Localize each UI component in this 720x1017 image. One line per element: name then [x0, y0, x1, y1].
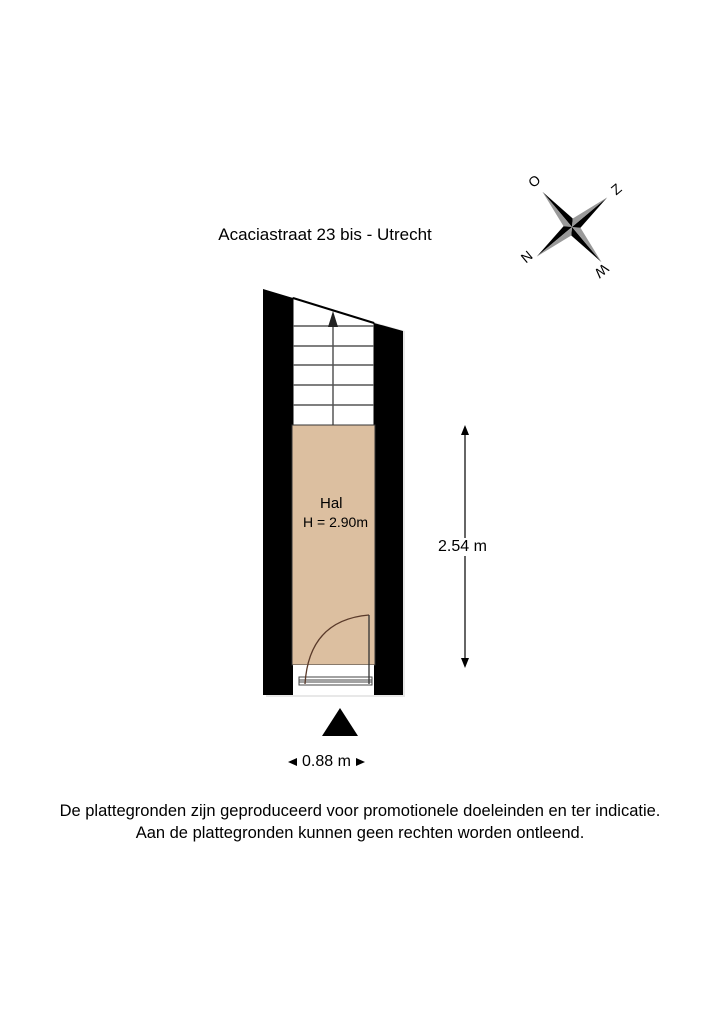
- horizontal-dimension: 0.88 m: [288, 752, 365, 772]
- compass-label-west: W: [591, 261, 612, 282]
- wall-right: [374, 323, 403, 695]
- compass-label-south: Z: [608, 180, 625, 198]
- door-swing-icon: [304, 614, 370, 685]
- compass-rose-icon: O Z N W: [515, 170, 635, 285]
- page-title: Acaciastraat 23 bis - Utrecht: [0, 225, 650, 245]
- arrow-right-icon: [355, 758, 365, 766]
- disclaimer: De plattegronden zijn geproduceerd voor …: [0, 800, 720, 844]
- arrow-left-icon: [288, 758, 297, 766]
- disclaimer-line-2: Aan de plattegronden kunnen geen rechten…: [135, 824, 585, 842]
- entrance-triangle-icon: [322, 708, 358, 738]
- stairs-up-arrow-icon: [328, 311, 338, 327]
- horizontal-dimension-label: 0.88 m: [302, 753, 351, 771]
- room-name: Hal: [320, 495, 343, 512]
- address-title: Acaciastraat 23 bis - Utrecht: [218, 225, 432, 244]
- compass-label-east: O: [525, 171, 544, 190]
- floorplan: [255, 280, 415, 700]
- wall-left: [263, 289, 293, 695]
- vertical-dimension-label: 2.54 m: [437, 538, 488, 556]
- compass-label-north: N: [518, 248, 536, 267]
- disclaimer-line-1: De plattegronden zijn geproduceerd voor …: [59, 802, 661, 820]
- room-height: H = 2.90m: [303, 514, 368, 530]
- room-hal: [291, 424, 376, 666]
